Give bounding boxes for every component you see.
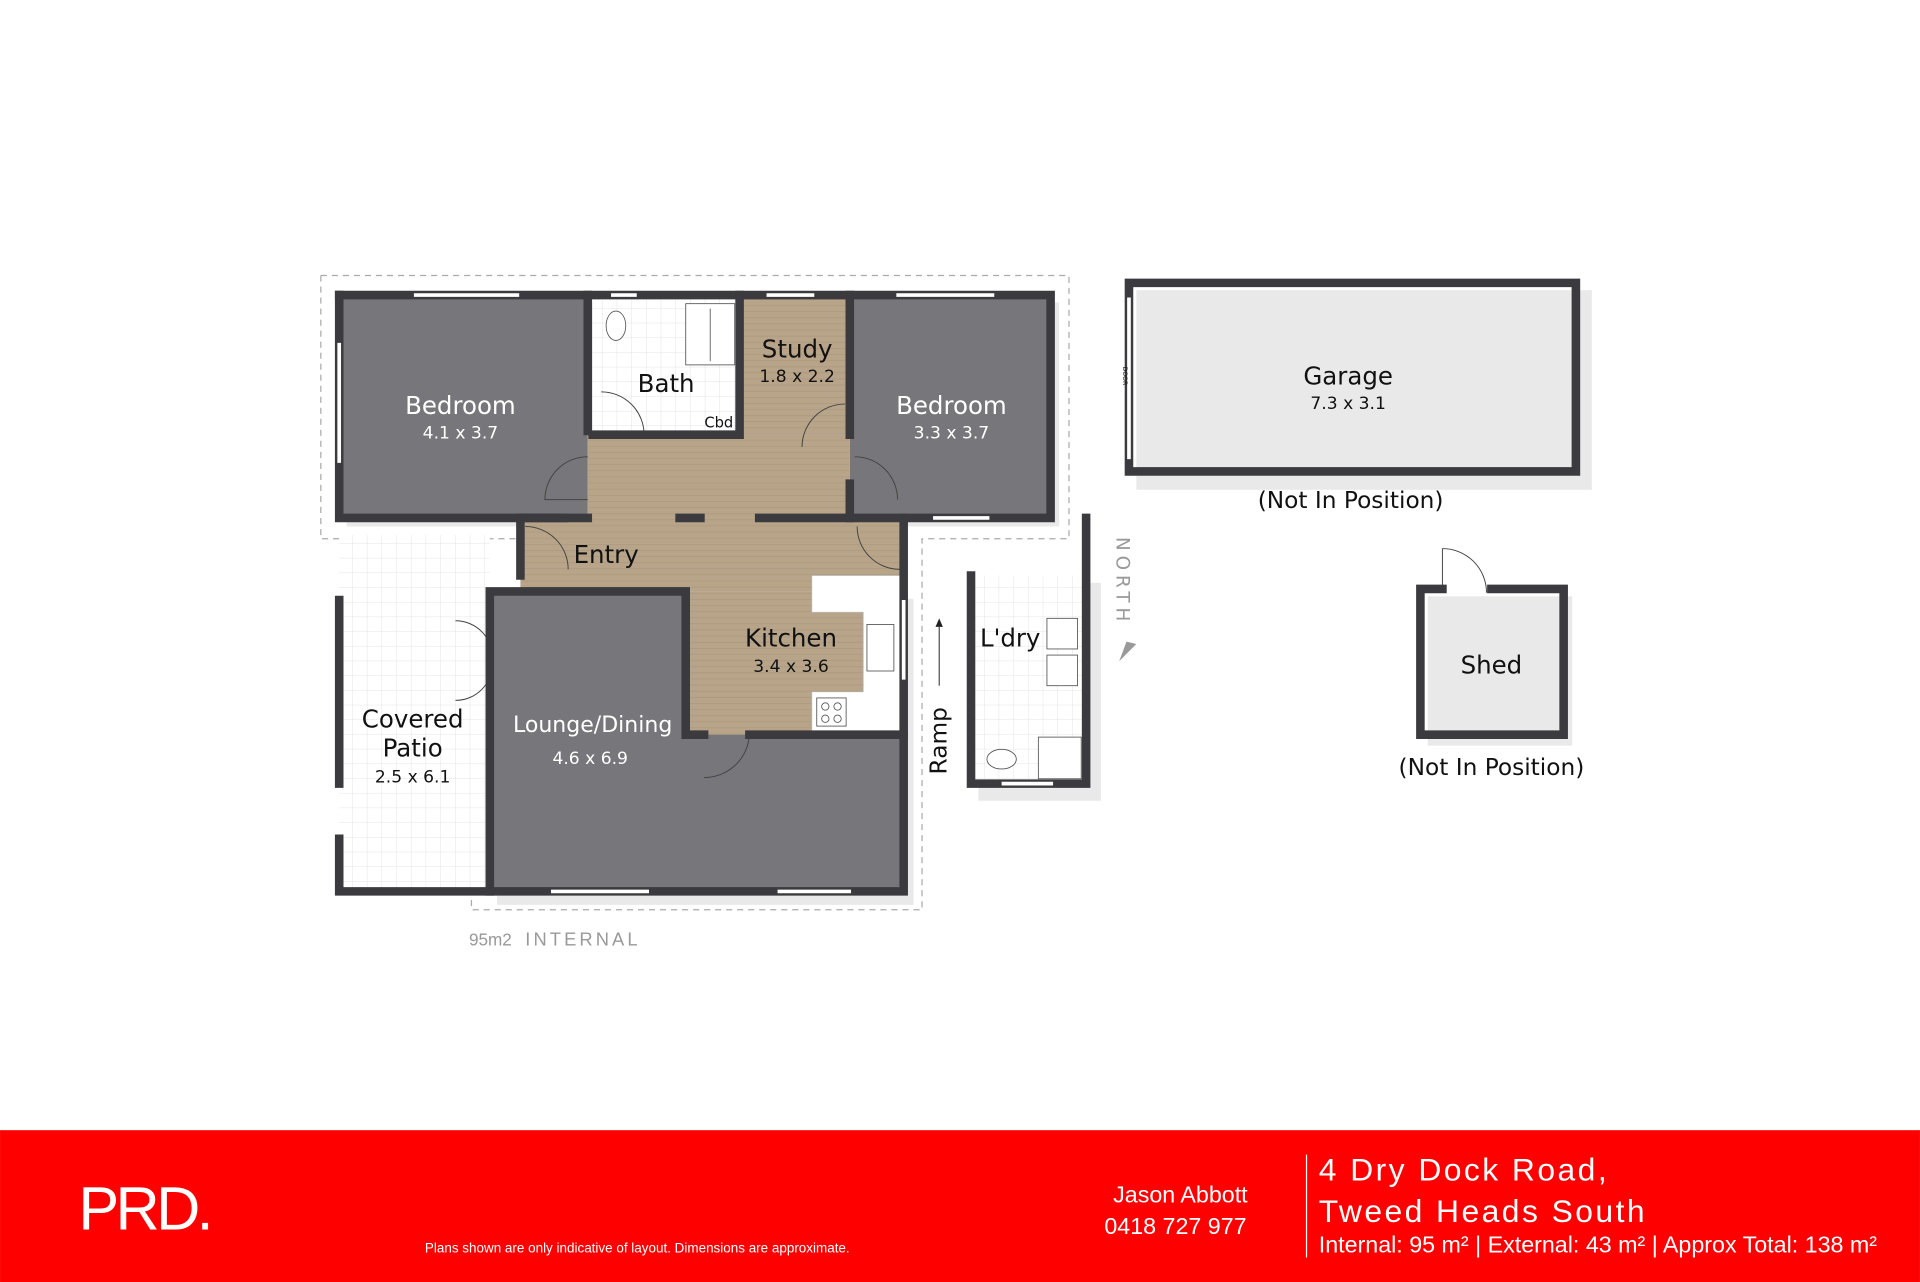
toilet-icon (986, 748, 1017, 770)
study-label: Study (762, 335, 833, 364)
garage-door-label: DOOR (1121, 367, 1128, 386)
garage-label: Garage (1303, 361, 1393, 390)
internal-area: 95m2 (469, 929, 512, 949)
prd-logo: PRD. (78, 1174, 210, 1242)
cbd-label: Cbd (704, 414, 733, 431)
lounge-size: 4.6 x 6.9 (552, 749, 627, 769)
north-arrow-icon (1119, 641, 1137, 662)
agent-name: Jason Abbott (1113, 1181, 1248, 1207)
ramp-arrow-head-icon (935, 618, 943, 627)
laundry-label: L'dry (980, 624, 1040, 653)
area-summary: Internal: 95 m² | External: 43 m² | Appr… (1319, 1232, 1878, 1258)
external-boundary (320, 274, 1070, 911)
garage-note: (Not In Position) (1258, 487, 1444, 514)
bath-label: Bath (638, 369, 695, 398)
bedroom1-size: 4.1 x 3.7 (423, 423, 499, 443)
entry-label: Entry (574, 540, 639, 569)
disclaimer: Plans shown are only indicative of layou… (425, 1241, 850, 1256)
bedroom1-label: Bedroom (405, 391, 516, 420)
laundry-tub-icon (1046, 617, 1078, 650)
ramp-label: Ramp (926, 707, 953, 774)
agent-phone: 0418 727 977 (1104, 1213, 1246, 1239)
patio-size: 2.5 x 6.1 (375, 767, 451, 787)
shed-label: Shed (1461, 650, 1523, 679)
kitchen-size: 3.4 x 3.6 (753, 657, 828, 677)
patio-label-2: Patio (383, 734, 443, 763)
shed-note: (Not In Position) (1399, 754, 1585, 781)
windows (337, 293, 1131, 894)
lounge-label: Lounge/Dining (513, 713, 672, 738)
toilet-icon (605, 310, 627, 341)
shower-icon (1037, 736, 1082, 780)
study-size: 1.8 x 2.2 (759, 367, 834, 387)
cooktop-icon (816, 697, 847, 727)
address-line1: 4 Dry Dock Road, (1319, 1151, 1609, 1187)
room-labels: Bedroom 4.1 x 3.7 Bath Cbd Study 1.8 x 2… (362, 335, 1584, 950)
bedroom2-size: 3.3 x 3.7 (914, 423, 990, 443)
patio-label-1: Covered (362, 704, 464, 733)
sink-icon (866, 624, 895, 672)
footer-banner: PRD. Plans shown are only indicative of … (0, 1130, 1920, 1282)
kitchen-label: Kitchen (745, 624, 837, 653)
garage-size: 7.3 x 3.1 (1310, 394, 1386, 414)
internal-label: INTERNAL (525, 928, 640, 949)
north-label: NORTH (1112, 537, 1133, 626)
bedroom2-label: Bedroom (896, 391, 1007, 420)
address-line2: Tweed Heads South (1319, 1193, 1647, 1229)
fixtures (605, 303, 1082, 780)
